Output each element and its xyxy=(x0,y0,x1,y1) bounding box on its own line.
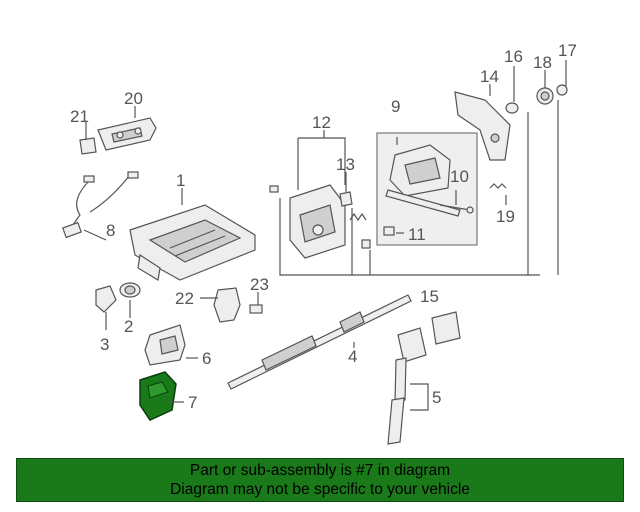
part-13-bolt xyxy=(339,191,353,207)
callout-23: 23 xyxy=(250,275,269,294)
part-23-bolt xyxy=(249,304,263,314)
callout-10: 10 xyxy=(450,167,469,186)
callout-5: 5 xyxy=(432,388,441,407)
part-4-shaft xyxy=(227,294,412,390)
part-6-bracket xyxy=(144,324,186,366)
callout-4: 4 xyxy=(348,347,357,366)
callout-12: 12 xyxy=(312,113,331,132)
part-9-mechanism xyxy=(385,144,461,217)
part-spring xyxy=(349,212,367,222)
part-2-ring xyxy=(119,282,141,298)
part-small-bolt-left xyxy=(269,185,279,193)
callout-9: 9 xyxy=(391,97,400,116)
part-17-clip xyxy=(556,84,568,96)
part-21-clip xyxy=(79,137,97,155)
part-small-bolt-bottom xyxy=(361,239,371,249)
callout-8: 8 xyxy=(106,221,115,240)
callout-19: 19 xyxy=(496,207,515,226)
callout-18: 18 xyxy=(533,53,552,72)
callouts: 1 2 3 4 5 6 7 8 9 10 11 12 13 14 15 16 1… xyxy=(70,41,577,412)
callout-20: 20 xyxy=(124,89,143,108)
part-3-clamp xyxy=(95,285,117,313)
parts-diagram: 1 2 3 4 5 6 7 8 9 10 11 12 13 14 15 16 1… xyxy=(62,41,577,445)
part-16-washer xyxy=(505,102,519,114)
callout-7: 7 xyxy=(188,393,197,412)
callout-16: 16 xyxy=(504,47,523,66)
callout-22: 22 xyxy=(175,289,194,308)
info-banner: Part or sub-assembly is #7 in diagram Di… xyxy=(16,458,624,502)
callout-11: 11 xyxy=(408,225,426,244)
part-10-rod xyxy=(439,204,474,214)
callout-2: 2 xyxy=(124,317,133,336)
leader-lines xyxy=(83,60,567,411)
banner-line-1: Part or sub-assembly is #7 in diagram xyxy=(189,462,451,479)
callout-17: 17 xyxy=(558,41,577,60)
part-14-bracket xyxy=(454,91,511,161)
callout-14: 14 xyxy=(480,67,499,86)
banner-line-2: Diagram may not be specific to your vehi… xyxy=(170,481,470,498)
callout-3: 3 xyxy=(100,335,109,354)
part-12-bracket xyxy=(289,184,346,259)
part-7-highlighted xyxy=(139,371,177,421)
part-1-column-housing xyxy=(129,204,256,281)
callout-21: 21 xyxy=(70,107,89,126)
callout-1: 1 xyxy=(176,171,185,190)
callout-6: 6 xyxy=(202,349,211,368)
part-19-spring xyxy=(489,183,507,189)
part-22-bracket xyxy=(213,287,241,323)
part-8-harness xyxy=(62,171,139,239)
part-5-intermediate-shaft xyxy=(387,311,461,445)
part-20-bracket xyxy=(97,117,157,151)
part-11-bolt xyxy=(383,226,395,236)
callout-13: 13 xyxy=(336,155,355,174)
part-18-spring xyxy=(536,87,554,105)
callout-15: 15 xyxy=(420,287,439,306)
